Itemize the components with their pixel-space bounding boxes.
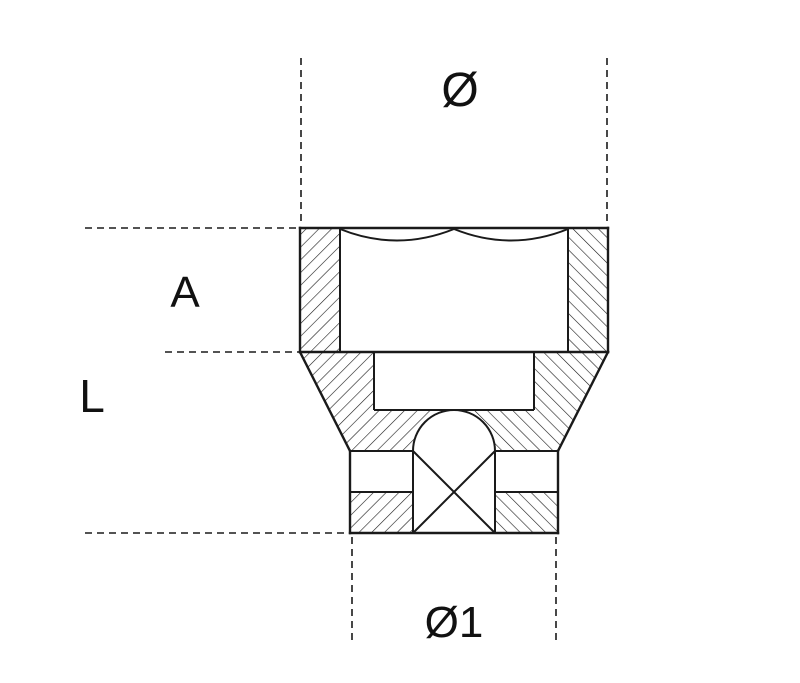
intermediate-recess [373, 352, 535, 411]
hatch-bottom-left-wall [350, 492, 413, 533]
hatch-top-left-wall [300, 228, 340, 352]
label-outer-diameter: Ø [441, 64, 478, 117]
section-hatching [300, 228, 608, 533]
dimension-labels: Ø A L Ø1 [79, 64, 483, 647]
hatch-mid-right-body [454, 352, 608, 451]
drive-diagonal-2 [412, 450, 496, 534]
drive-relief-arc [412, 409, 496, 452]
label-hex-depth: A [170, 268, 200, 317]
outline-left-taper [298, 350, 352, 453]
hex-opening [339, 228, 569, 352]
hatch-bottom-right-wall [495, 492, 558, 533]
socket-outline [298, 226, 610, 535]
hex-scallop-left [339, 228, 455, 242]
dimension-lines [85, 58, 608, 640]
hatch-top-right-wall [568, 228, 608, 352]
outline-right-taper [556, 350, 610, 453]
hex-scallop-right [453, 228, 569, 242]
square-drive-cavity [350, 409, 558, 534]
label-total-length: L [79, 370, 105, 422]
hatch-mid-left-body [300, 352, 454, 451]
label-drive-diameter: Ø1 [425, 598, 484, 647]
